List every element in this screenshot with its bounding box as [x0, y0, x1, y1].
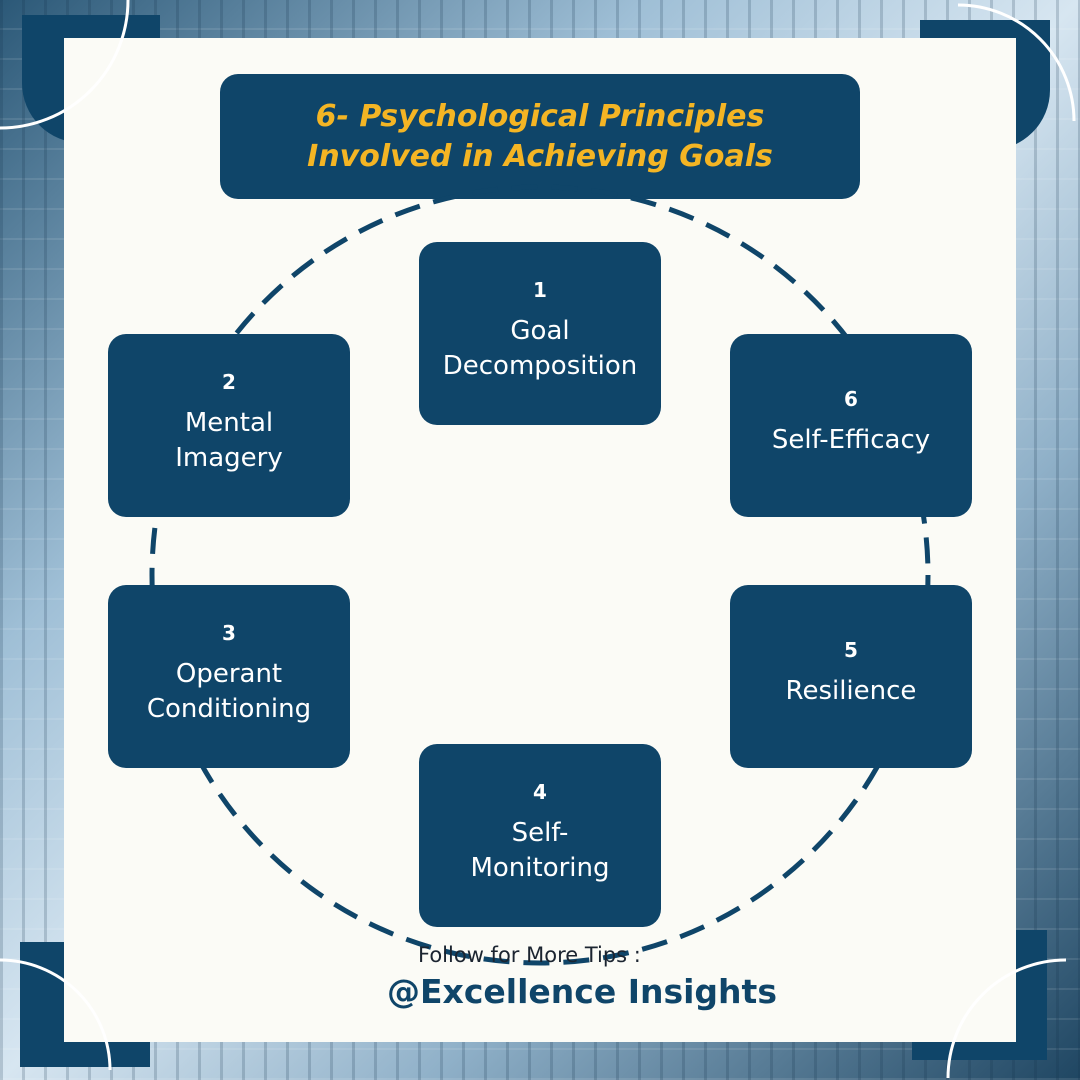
- principle-label: Goal Decomposition: [442, 315, 638, 381]
- principle-number: 2: [222, 369, 236, 394]
- title-banner: 6- Psychological Principles Involved in …: [220, 74, 860, 199]
- principle-number: 3: [222, 620, 236, 645]
- principle-label: Resilience: [785, 676, 917, 706]
- principle-card-2: 2 Mental Imagery: [108, 334, 350, 517]
- principle-card-6: 6 Self-Efficacy: [730, 334, 972, 517]
- principle-number: 4: [533, 779, 547, 804]
- principle-label: Mental Imagery: [175, 407, 283, 473]
- title-line-1: 6- Psychological Principles: [315, 98, 765, 134]
- principle-label: Operant Conditioning: [146, 658, 312, 724]
- principle-number: 5: [844, 638, 858, 662]
- follow-text: Follow for More Tips :: [418, 943, 641, 967]
- principle-number: 1: [533, 277, 547, 302]
- principle-card-5: 5 Resilience: [730, 585, 972, 768]
- principle-label: Self-Efficacy: [771, 425, 931, 455]
- account-handle[interactable]: @Excellence Insights: [387, 972, 777, 1011]
- principle-label: Self- Monitoring: [470, 817, 610, 883]
- title-line-2: Involved in Achieving Goals: [307, 138, 773, 174]
- principle-card-1: 1 Goal Decomposition: [419, 242, 661, 425]
- principle-card-3: 3 Operant Conditioning: [108, 585, 350, 768]
- principle-number: 6: [844, 387, 858, 411]
- principle-card-4: 4 Self- Monitoring: [419, 744, 661, 927]
